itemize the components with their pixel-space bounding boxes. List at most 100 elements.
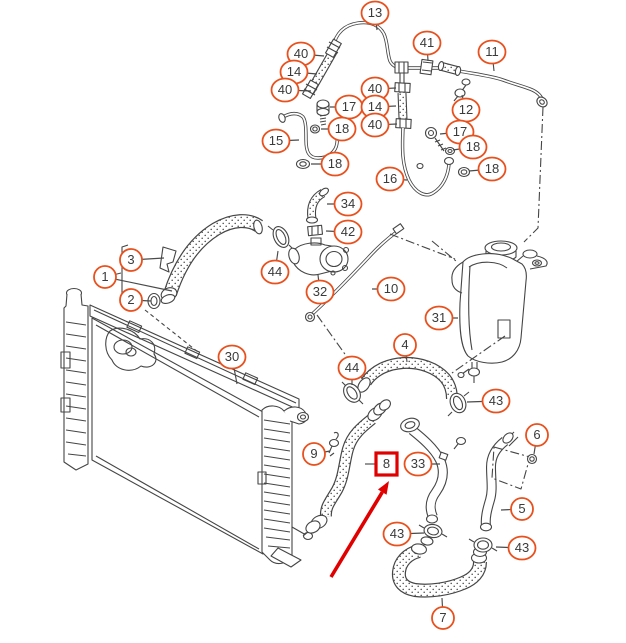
callout-8-highlighted: 8 (374, 451, 399, 477)
callout-18: 18 (327, 116, 357, 142)
ring-18-far-right (457, 166, 471, 178)
hose-8-drawing (302, 399, 391, 537)
clamp-44-upper (267, 225, 294, 250)
svg-text:12: 12 (459, 102, 473, 117)
callout-41: 41 (412, 30, 442, 56)
connector-40-mid-upper (394, 82, 411, 93)
hose-5-drawing (453, 431, 538, 532)
svg-text:3: 3 (127, 252, 134, 267)
svg-text:43: 43 (390, 526, 404, 541)
vent-valve-pipe-drawing (278, 99, 339, 170)
callout-16: 16 (375, 166, 405, 192)
bleed-valve-9 (328, 431, 340, 457)
clamp-43-lower-left (418, 523, 448, 539)
callout-42: 42 (333, 219, 363, 245)
svg-text:41: 41 (420, 35, 434, 50)
callout-31: 31 (424, 305, 454, 331)
svg-text:10: 10 (384, 281, 398, 296)
clamp-44-lower (341, 381, 364, 405)
svg-text:17: 17 (342, 99, 356, 114)
callout-14: 14 (360, 94, 390, 120)
svg-text:40: 40 (368, 81, 382, 96)
svg-text:33: 33 (411, 456, 425, 471)
callout-2: 2 (119, 288, 143, 312)
svg-text:44: 44 (268, 264, 282, 279)
callout-18: 18 (458, 134, 488, 160)
svg-text:44: 44 (345, 360, 359, 375)
radiator-drawing (60, 287, 314, 568)
callout-10: 10 (376, 276, 406, 302)
callout-12: 12 (451, 97, 481, 123)
callout-6: 6 (525, 423, 549, 447)
washer-18-right (444, 146, 456, 156)
clamp-42 (307, 224, 324, 237)
svg-text:40: 40 (278, 82, 292, 97)
callout-18: 18 (320, 151, 350, 177)
clamp-43-upper (447, 391, 470, 417)
callout-17: 17 (334, 94, 364, 120)
callout-40: 40 (360, 76, 390, 102)
bolt-17-right (424, 126, 447, 152)
callout-11: 11 (477, 39, 507, 65)
callout-30: 30 (217, 344, 247, 370)
svg-text:43: 43 (515, 540, 529, 555)
callout-9: 9 (302, 442, 326, 466)
ring-18-left (309, 124, 321, 134)
vent-line-drawing (301, 20, 548, 243)
callout-40: 40 (270, 77, 300, 103)
hose-33-drawing (400, 417, 449, 546)
callout-43: 43 (481, 388, 511, 414)
radiator-core (91, 309, 264, 555)
callout-5: 5 (510, 497, 534, 521)
coolant-pump-housing-drawing (267, 187, 363, 379)
svg-text:42: 42 (341, 224, 355, 239)
nut-6 (526, 453, 538, 465)
upper-radiator-hose-drawing (121, 219, 264, 310)
svg-text:4: 4 (401, 337, 408, 352)
connector-40-mid-lower (395, 118, 412, 129)
svg-text:14: 14 (287, 64, 301, 79)
bolt-17-left (316, 99, 330, 126)
callout-34: 34 (333, 191, 363, 217)
callout-40: 40 (360, 112, 390, 138)
radiator-left-column (60, 287, 89, 471)
svg-text:18: 18 (335, 121, 349, 136)
svg-text:31: 31 (432, 310, 446, 325)
svg-text:40: 40 (368, 117, 382, 132)
svg-text:7: 7 (439, 610, 446, 625)
svg-text:18: 18 (466, 139, 480, 154)
connector-40-upper (324, 38, 342, 58)
callout-33: 33 (403, 451, 433, 477)
svg-text:40: 40 (294, 46, 308, 61)
radiator-right-column (257, 405, 314, 568)
callout-43: 43 (382, 521, 412, 547)
callout-4: 4 (393, 333, 417, 357)
highlight-arrow (329, 481, 389, 578)
svg-text:14: 14 (368, 99, 382, 114)
callout-44: 44 (337, 355, 367, 381)
callout-18: 18 (477, 156, 507, 182)
callout-7: 7 (431, 606, 455, 630)
svg-text:15: 15 (269, 133, 283, 148)
callout-32: 32 (305, 279, 335, 305)
svg-text:8: 8 (383, 456, 390, 471)
hose-bracket-3 (159, 246, 177, 273)
svg-text:9: 9 (310, 446, 317, 461)
hose-4-drawing (341, 363, 470, 417)
svg-text:18: 18 (485, 161, 499, 176)
svg-text:2: 2 (127, 292, 134, 307)
svg-text:34: 34 (341, 196, 355, 211)
coolant-pipe-10-drawing (304, 223, 456, 323)
bracket-6-outline (491, 446, 531, 490)
callout-1: 1 (93, 265, 117, 289)
svg-text:17: 17 (453, 124, 467, 139)
svg-text:6: 6 (533, 427, 540, 442)
connector-40-lower (301, 79, 319, 99)
clamp-41 (419, 58, 434, 76)
clamp-18-bottom (295, 158, 311, 170)
clamp-43-lower-right (468, 537, 498, 553)
callout-44: 44 (260, 259, 290, 285)
callout-layer: 1340144041111718151840144012171818163442… (93, 0, 549, 630)
